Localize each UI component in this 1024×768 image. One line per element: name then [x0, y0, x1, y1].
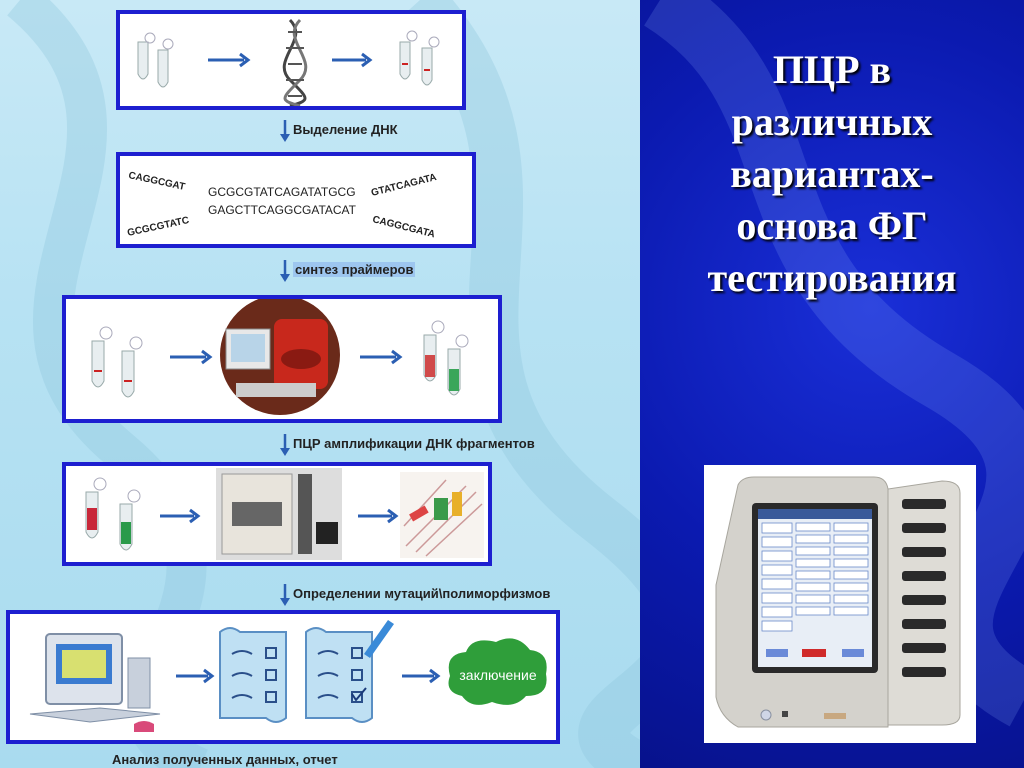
sequence-left-bottom: GCGCGTATC — [126, 215, 190, 239]
step-label: Анализ полученных данных, отчет — [112, 752, 338, 767]
pcr-analyzer-illustration — [715, 476, 961, 728]
computer-icon — [29, 633, 161, 732]
data-analysis-illustration: заключение — [29, 620, 547, 732]
pcr-analyzer-device-photo — [704, 465, 976, 743]
step-label: ПЦР амплификации ДНК фрагментов — [293, 436, 535, 451]
step-mutation-detection: Определении мутаций\полиморфизмов — [280, 584, 551, 606]
box-pcr-amplification — [62, 295, 502, 423]
checklist-scroll-icon — [219, 627, 287, 723]
tubes-to-dna-illustration — [137, 18, 440, 108]
title-line: основа ФГ — [736, 203, 928, 248]
slide-title: ПЦР в различных вариантах- основа ФГ тес… — [670, 44, 994, 304]
box-mutation-detection — [62, 462, 492, 566]
title-line: различных — [731, 99, 933, 144]
step-primer-synthesis: синтез праймеров — [280, 260, 416, 282]
pcr-amplification-illustration — [91, 295, 469, 415]
step-label: Выделение ДНК — [293, 122, 398, 137]
tube-icon — [137, 32, 174, 88]
test-strips-illustration — [400, 472, 484, 558]
tube-icon — [91, 326, 143, 398]
checklist-scroll-icon — [305, 620, 394, 723]
arrow-icon — [402, 668, 441, 684]
step-dna-extraction: Выделение ДНК — [280, 120, 398, 142]
primer-sequences-illustration: CAGGCGAT GCGCGTATC GCGCGTATCAGATATGCG GA… — [126, 170, 438, 240]
down-arrow-icon — [280, 434, 290, 456]
sequence-center-top: GCGCGTATCAGATATGCG — [208, 185, 356, 199]
sequence-center-bottom: GAGCTTCAGGCGATACAT — [208, 203, 357, 217]
tube-icon — [423, 320, 469, 396]
dna-helix-icon — [282, 18, 308, 108]
title-line: тестирования — [707, 255, 957, 300]
sequence-right-top: GTATCAGATA — [370, 172, 438, 199]
arrow-icon — [170, 349, 213, 365]
down-arrow-icon — [280, 260, 290, 282]
workflow-panel: Выделение ДНК CAGGCGAT GCGCGTATC GCGCGTA… — [0, 0, 640, 768]
down-arrow-icon — [280, 120, 290, 142]
sequence-right-bottom: CAGGCGATA — [371, 214, 436, 240]
box-primer-sequences: CAGGCGAT GCGCGTATC GCGCGTATCAGATATGCG GA… — [116, 152, 476, 248]
box-data-analysis: заключение — [6, 610, 560, 744]
step-label: синтез праймеров — [293, 262, 416, 277]
arrow-icon — [358, 508, 399, 524]
step-data-analysis: Анализ полученных данных, отчет — [112, 752, 338, 767]
arrow-icon — [360, 349, 403, 365]
title-line: вариантах- — [730, 151, 934, 196]
down-arrow-icon — [280, 584, 290, 606]
step-label: Определении мутаций\полиморфизмов — [293, 586, 551, 601]
arrow-icon — [160, 508, 201, 524]
conclusion-label: заключение — [459, 667, 536, 683]
sequence-left-top: CAGGCGAT — [127, 170, 186, 193]
conclusion-cloud-icon: заключение — [448, 638, 547, 705]
title-line: ПЦР в — [772, 47, 892, 92]
mutation-detection-illustration — [85, 468, 484, 560]
tube-icon — [399, 30, 440, 86]
arrow-icon — [208, 52, 251, 68]
title-panel: ПЦР в различных вариантах- основа ФГ тес… — [640, 0, 1024, 768]
sequencer-photo — [216, 468, 342, 560]
pcr-thermocycler-photo — [220, 295, 340, 415]
arrow-icon — [176, 668, 215, 684]
box-dna-extraction — [116, 10, 466, 110]
arrow-icon — [332, 52, 373, 68]
step-pcr-amplification: ПЦР амплификации ДНК фрагментов — [280, 434, 535, 456]
tube-icon — [85, 477, 141, 551]
